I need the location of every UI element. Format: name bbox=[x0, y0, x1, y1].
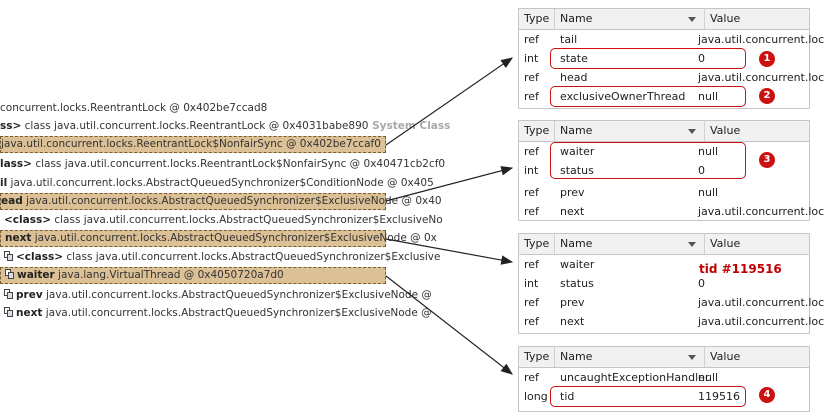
highlight-state-box bbox=[550, 48, 746, 69]
tree-row-key: ead bbox=[1, 195, 23, 207]
tree-row-key: prev bbox=[16, 289, 43, 301]
tree-row-key: <class> bbox=[4, 214, 52, 226]
column-value[interactable]: Value bbox=[710, 237, 741, 250]
tree-row-key: <class> bbox=[16, 251, 64, 263]
highlight-waiter-status-box bbox=[550, 142, 746, 179]
tree-row-next-2[interactable]: next java.util.concurrent.locks.Abstract… bbox=[4, 305, 432, 322]
sort-down-icon bbox=[688, 242, 696, 247]
tree-row-text: java.lang.VirtualThread @ 0x4050720a7d0 bbox=[54, 269, 284, 281]
tree-row-nonfair-sync-class[interactable]: lass> class java.util.concurrent.locks.R… bbox=[0, 156, 445, 173]
highlight-tid-box bbox=[550, 386, 746, 407]
tree-row-lock-class[interactable]: ss> class java.util.concurrent.locks.Ree… bbox=[0, 118, 450, 135]
table-header: Type Name Value bbox=[519, 234, 809, 255]
badge-3: 3 bbox=[759, 152, 775, 168]
tree-row-text: java.util.concurrent.locks.AbstractQueue… bbox=[22, 195, 442, 207]
field-node-icon bbox=[4, 251, 13, 261]
table-header: Type Name Value bbox=[519, 347, 809, 368]
table-header: Type Name Value bbox=[519, 9, 809, 30]
tree-row-key: waiter bbox=[17, 269, 55, 281]
tree-row-key: ss> bbox=[0, 120, 22, 132]
tree-row-key: next bbox=[16, 307, 43, 319]
arrow-sync-to-table bbox=[385, 57, 513, 146]
tree-row-waiter[interactable]: waiter java.lang.VirtualThread @ 0x40507… bbox=[0, 267, 386, 284]
tree-row-next[interactable]: next java.util.concurrent.locks.Abstract… bbox=[0, 230, 437, 247]
arrow-next-to-table bbox=[385, 238, 514, 265]
column-name[interactable]: Name bbox=[555, 9, 705, 29]
tree-row-text: concurrent.locks.ReentrantLock @ 0x402be… bbox=[0, 102, 268, 114]
tree-row-text: java.util.concurrent.locks.AbstractQueue… bbox=[42, 307, 432, 319]
column-type[interactable]: Type bbox=[519, 9, 555, 29]
tree-row-key: lass> bbox=[0, 158, 32, 170]
tree-row-text: java.util.concurrent.locks.AbstractQueue… bbox=[7, 177, 434, 189]
badge-4: 4 bbox=[759, 387, 775, 403]
sort-down-icon bbox=[688, 17, 696, 22]
tree-row-reentrant-lock[interactable]: concurrent.locks.ReentrantLock @ 0x402be… bbox=[0, 100, 267, 117]
column-name[interactable]: Name bbox=[555, 121, 705, 141]
column-name[interactable]: Name bbox=[555, 347, 705, 367]
tree-row-text: class java.util.concurrent.locks.Abstrac… bbox=[63, 251, 441, 263]
column-type[interactable]: Type bbox=[519, 121, 555, 141]
object-tree: concurrent.locks.ReentrantLock @ 0x402be… bbox=[0, 0, 450, 419]
column-value[interactable]: Value bbox=[710, 350, 741, 363]
field-node-icon bbox=[5, 269, 14, 279]
badge-1: 1 bbox=[759, 51, 775, 67]
tree-row-text: java.util.concurrent.locks.AbstractQueue… bbox=[42, 289, 432, 301]
tid-annotation: tid #119516 bbox=[699, 262, 782, 276]
tree-row-text: class java.util.concurrent.locks.Abstrac… bbox=[51, 214, 443, 226]
system-class-label: System Class bbox=[368, 120, 451, 132]
column-type[interactable]: Type bbox=[519, 234, 555, 254]
sort-down-icon bbox=[688, 129, 696, 134]
field-node-icon bbox=[4, 307, 13, 317]
tree-row-text: class java.util.concurrent.locks.Reentra… bbox=[21, 120, 369, 132]
tree-row-head[interactable]: ead java.util.concurrent.locks.AbstractQ… bbox=[0, 193, 442, 210]
tree-row-tail[interactable]: il java.util.concurrent.locks.AbstractQu… bbox=[0, 175, 434, 192]
arrow-head-to-table bbox=[385, 166, 514, 202]
column-value[interactable]: Value bbox=[710, 124, 741, 137]
tree-row-key: next bbox=[5, 232, 32, 244]
tree-row-head-class[interactable]: <class> class java.util.concurrent.locks… bbox=[4, 212, 443, 229]
table-header: Type Name Value bbox=[519, 121, 809, 142]
arrow-waiter-to-table bbox=[385, 275, 513, 375]
tree-row-prev[interactable]: prev java.util.concurrent.locks.Abstract… bbox=[4, 287, 432, 304]
column-name[interactable]: Name bbox=[555, 234, 705, 254]
connector-arrows bbox=[385, 57, 514, 375]
tree-row-next-class[interactable]: <class> class java.util.concurrent.locks… bbox=[4, 249, 440, 266]
tree-row-nonfair-sync[interactable]: java.util.concurrent.locks.ReentrantLock… bbox=[0, 136, 386, 153]
sort-down-icon bbox=[688, 355, 696, 360]
tree-row-key: il bbox=[0, 177, 8, 189]
tree-row-text: class java.util.concurrent.locks.Reentra… bbox=[31, 158, 446, 170]
column-type[interactable]: Type bbox=[519, 347, 555, 367]
highlight-owner-thread-box bbox=[550, 86, 746, 107]
tree-row-text: java.util.concurrent.locks.ReentrantLock… bbox=[1, 138, 381, 150]
column-value[interactable]: Value bbox=[710, 12, 741, 25]
badge-2: 2 bbox=[759, 88, 775, 104]
tree-row-text: java.util.concurrent.locks.AbstractQueue… bbox=[31, 232, 437, 244]
field-node-icon bbox=[4, 289, 13, 299]
